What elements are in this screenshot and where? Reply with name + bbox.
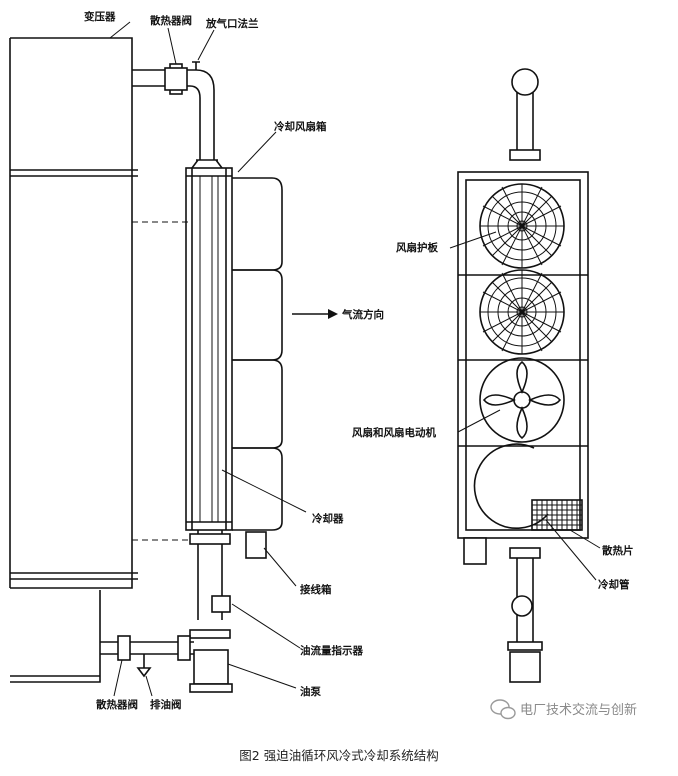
label-cooling-tube: 冷却管 [598,578,630,591]
label-transformer: 变压器 [84,10,116,23]
label-fan-guard: 风扇护板 [396,241,438,254]
junction-box [245,531,267,559]
radiator-valve-bottom [117,635,131,661]
figure-caption: 图2 强迫油循环风冷式冷却系统结构 [239,748,438,763]
radiator-fins [531,499,583,531]
transformer-tank [9,37,188,683]
fan-and-motor [479,357,565,443]
fan-box-side [232,177,283,531]
label-fan-box: 冷却风扇箱 [274,120,327,133]
oil-flow-indicator [211,595,231,613]
fan-guard-1 [479,183,565,269]
watermark-text: 电厂技术交流与创新 [520,702,637,718]
label-airflow: 气流方向 [341,308,384,321]
oil-pump [193,649,229,685]
airflow-arrow [292,309,338,319]
bottom-pipework [100,530,267,693]
cooler-column [185,167,233,531]
label-junction-box: 接线箱 [300,583,332,596]
label-oil-pump: 油泵 [300,685,321,698]
label-radiator-valve-top: 散热器阀 [150,14,192,27]
wechat-logo-icon [490,699,516,720]
label-cooler: 冷却器 [312,512,344,525]
leader-lines-right [449,231,601,581]
top-oil-pipe [132,61,223,169]
label-radiator-valve-bottom: 散热器阀 [96,698,138,711]
label-fins: 散热片 [602,544,634,557]
label-vent-flange: 放气口法兰 [205,17,259,30]
leader-lines-left [109,21,307,697]
fan-housing-lower [473,443,549,529]
label-drain-valve: 排油阀 [150,698,182,711]
fan-guard-2 [479,269,565,355]
watermark: 电厂技术交流与创新 [490,699,637,720]
cooler-front-view [457,68,589,683]
label-fan-motor: 风扇和风扇电动机 [352,426,436,439]
label-oil-flow-indicator: 油流量指示器 [300,644,363,657]
drain-valve [136,654,152,678]
